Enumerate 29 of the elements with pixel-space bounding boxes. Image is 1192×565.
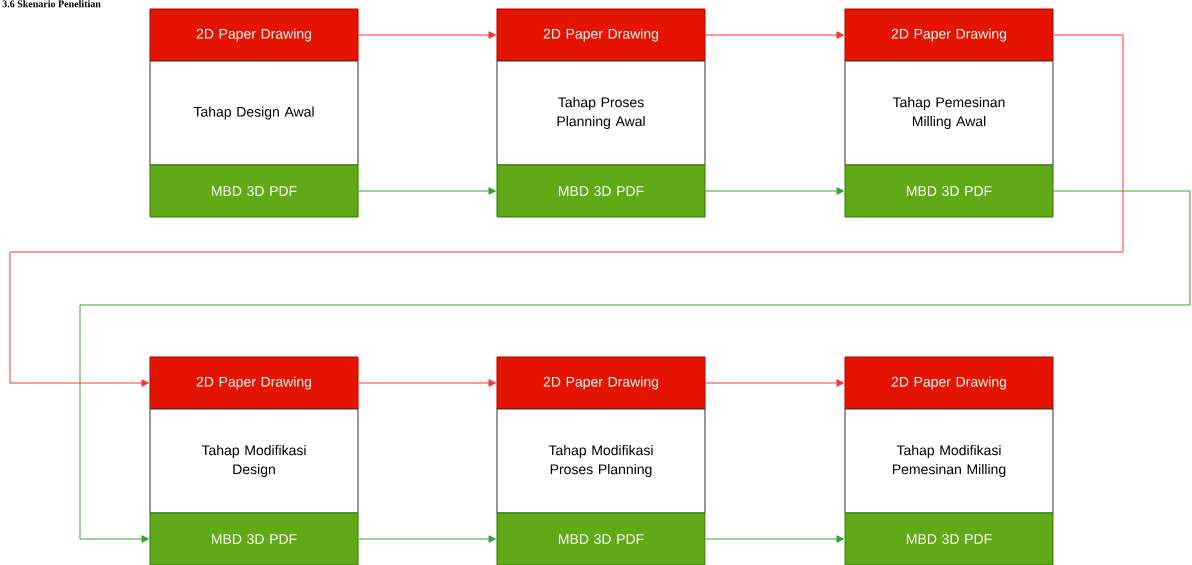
heading: 3.6 Skenario Penelitian bbox=[2, 0, 101, 8]
footer-bar: MBD 3D PDF bbox=[844, 512, 1054, 565]
arrow bbox=[79, 190, 1191, 543]
arrow bbox=[705, 379, 844, 387]
footer-bar: MBD 3D PDF bbox=[496, 164, 706, 218]
arrow bbox=[9, 34, 1124, 387]
footer-bar: MBD 3D PDF bbox=[496, 512, 706, 565]
stage-box: Tahap Design Awal bbox=[149, 60, 359, 166]
stage-box: Tahap Proses Planning Awal bbox=[496, 60, 706, 166]
arrow bbox=[358, 379, 496, 387]
footer-bar: MBD 3D PDF bbox=[149, 512, 359, 565]
footer-bar: MBD 3D PDF bbox=[149, 164, 359, 218]
stage-box: Tahap Modifikasi Proses Planning bbox=[496, 408, 706, 514]
arrow bbox=[705, 187, 844, 195]
arrow bbox=[358, 187, 496, 195]
header-bar: 2D Paper Drawing bbox=[149, 356, 359, 410]
stage-box: Tahap Pemesinan Milling Awal bbox=[844, 60, 1054, 166]
header-bar: 2D Paper Drawing bbox=[844, 356, 1054, 410]
header-bar: 2D Paper Drawing bbox=[149, 8, 359, 62]
header-bar: 2D Paper Drawing bbox=[496, 8, 706, 62]
arrow bbox=[705, 535, 844, 543]
arrow bbox=[705, 31, 844, 39]
arrow bbox=[358, 535, 496, 543]
stage-box: Tahap Modifikasi Design bbox=[149, 408, 359, 514]
footer-bar: MBD 3D PDF bbox=[844, 164, 1054, 218]
header-bar: 2D Paper Drawing bbox=[844, 8, 1054, 62]
arrow bbox=[358, 31, 496, 39]
stage-box: Tahap Modifikasi Pemesinan Milling bbox=[844, 408, 1054, 514]
header-bar: 2D Paper Drawing bbox=[496, 356, 706, 410]
